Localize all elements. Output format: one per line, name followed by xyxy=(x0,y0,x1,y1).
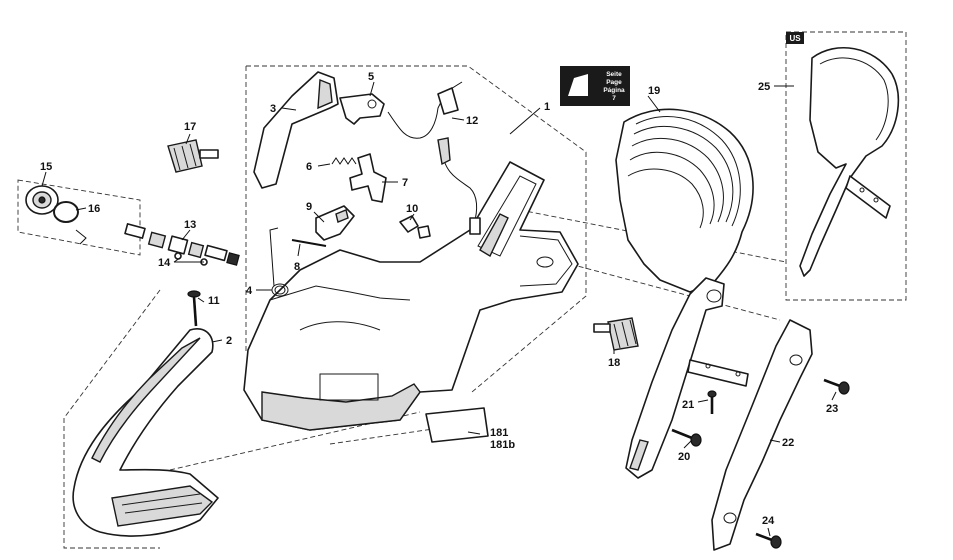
callout-12: 12 xyxy=(466,115,478,127)
part-11-screw[interactable] xyxy=(187,290,201,327)
part-19-handlebar[interactable] xyxy=(615,108,754,479)
part-6-spring[interactable] xyxy=(331,157,357,165)
callout-15: 15 xyxy=(40,161,52,173)
part-17-grip-plug[interactable] xyxy=(167,139,219,173)
callout-16: 16 xyxy=(88,203,100,215)
callout-8: 8 xyxy=(294,261,300,273)
leader-lines xyxy=(41,81,837,537)
callout-4: 4 xyxy=(246,285,253,297)
callout-181b: 181b xyxy=(490,439,515,451)
callout-18: 18 xyxy=(608,357,620,369)
callout-1: 1 xyxy=(544,101,550,113)
part-181-label[interactable] xyxy=(425,407,489,443)
part-13-shaft[interactable] xyxy=(124,223,240,266)
part-15-spring-housing[interactable] xyxy=(25,185,59,215)
callout-22: 22 xyxy=(782,437,794,449)
part-9-slide-switch[interactable] xyxy=(315,205,355,241)
callout-23: 23 xyxy=(826,403,838,415)
part-22-cover-plate[interactable] xyxy=(711,319,813,551)
callout-21: 21 xyxy=(682,399,694,411)
callout-9: 9 xyxy=(306,201,312,213)
callout-20: 20 xyxy=(678,451,690,463)
part-24-screw[interactable] xyxy=(755,532,782,549)
page-reference-box: Seite Page Página 7 xyxy=(560,66,630,106)
part-21-spacer[interactable] xyxy=(687,359,749,387)
page-ref-line-1: Seite xyxy=(606,71,622,78)
callout-25: 25 xyxy=(758,81,770,93)
callout-11: 11 xyxy=(208,295,220,307)
callout-24: 24 xyxy=(762,515,775,527)
callout-6: 6 xyxy=(306,161,312,173)
callout-14: 14 xyxy=(158,257,171,269)
callout-17: 17 xyxy=(184,121,196,133)
callout-7: 7 xyxy=(402,177,408,189)
part-10-choke-parts[interactable] xyxy=(399,215,431,239)
callout-19: 19 xyxy=(648,85,660,97)
callout-13: 13 xyxy=(184,219,196,231)
callout-10: 10 xyxy=(406,203,418,215)
callout-5: 5 xyxy=(368,71,374,83)
part-20-screw[interactable] xyxy=(671,428,702,447)
us-badge-text: US xyxy=(789,34,801,43)
part-3-throttle-trigger[interactable] xyxy=(253,71,339,189)
part-2-front-handguard[interactable] xyxy=(72,328,219,537)
part-21-screw[interactable] xyxy=(707,390,717,414)
page-ref-line-4: 7 xyxy=(612,95,616,102)
part-4-torsion-spring[interactable] xyxy=(269,227,289,297)
part-18-grip-plug[interactable] xyxy=(593,317,639,351)
part-5-throttle-lever[interactable] xyxy=(339,93,385,125)
callout-3: 3 xyxy=(270,103,276,115)
part-1-rear-handle-housing[interactable] xyxy=(243,161,579,431)
part-23-screw[interactable] xyxy=(823,378,850,395)
callout-2: 2 xyxy=(226,335,232,347)
callout-181: 181 xyxy=(490,427,508,439)
part-8-pin[interactable] xyxy=(291,239,327,247)
part-7-interlock-lever[interactable] xyxy=(349,153,387,203)
page-ref-line-2: Page xyxy=(606,79,622,86)
page-ref-line-3: Página xyxy=(603,87,625,94)
part-16-ring[interactable] xyxy=(53,201,87,245)
part-25-us-handlebar[interactable] xyxy=(799,46,900,277)
us-badge: US xyxy=(786,32,804,44)
part-12-throttle-cable[interactable] xyxy=(387,81,481,235)
group-outlines xyxy=(17,31,907,549)
callout-labels: 1 2 3 4 5 6 7 8 9 10 11 12 13 14 15 16 1… xyxy=(40,71,838,527)
